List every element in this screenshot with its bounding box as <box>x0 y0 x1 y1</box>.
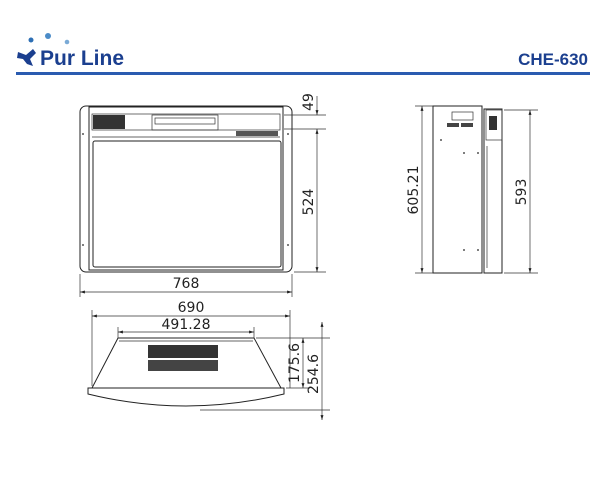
brand-name: Pur Line <box>40 47 124 70</box>
dim-top-panel: 49 <box>301 93 317 111</box>
brand-logo: Pur Line <box>17 33 124 70</box>
top-view: 690 491.28 175.6 254.6 <box>87 300 330 420</box>
screen <box>92 140 282 268</box>
control-panel <box>236 131 278 136</box>
front-view: 768 49 524 <box>79 93 326 297</box>
logo-dot <box>45 33 51 39</box>
dim-width: 768 <box>173 276 200 292</box>
model-number: CHE-630 <box>518 50 588 69</box>
vent-grille <box>148 360 218 371</box>
dim-top-width: 690 <box>178 300 205 316</box>
dim-total-height: 605.21 <box>406 166 422 215</box>
logo-dot <box>28 37 34 43</box>
dim-depth: 175.6 <box>287 343 303 383</box>
logo-dot <box>64 39 70 45</box>
header-rule <box>16 72 590 75</box>
dim-front-height: 593 <box>514 179 530 206</box>
vent-grille <box>148 345 218 358</box>
dim-total-depth: 254.6 <box>306 354 322 394</box>
logo-figure-icon <box>17 49 36 66</box>
side-view: 605.21 593 <box>406 105 538 274</box>
speaker-grille <box>93 115 125 129</box>
dim-inner-width: 491.28 <box>162 317 211 333</box>
dim-height: 524 <box>301 189 317 216</box>
